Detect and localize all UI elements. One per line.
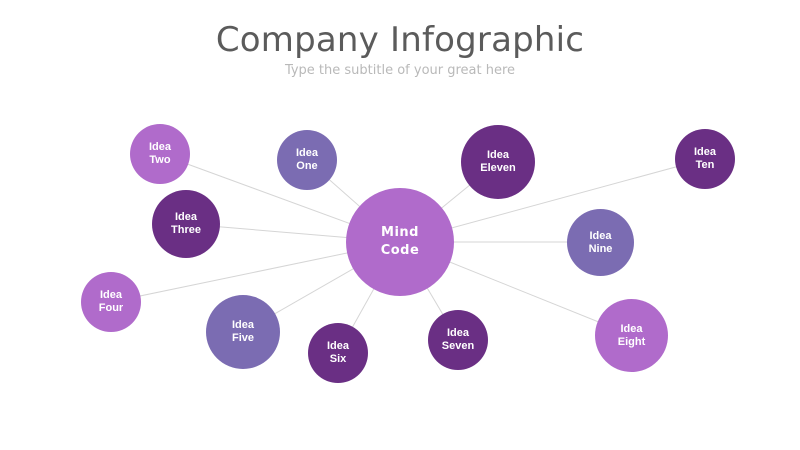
idea-node-label-line2: Three (171, 224, 201, 236)
idea-node-label-line1: Idea (620, 322, 643, 335)
idea-node-label-line2: One (296, 160, 318, 172)
idea-node-label-line2: Two (149, 154, 171, 166)
idea-node-label-line2: Nine (588, 242, 613, 255)
idea-node-nine[interactable]: Idea Nine (567, 209, 634, 276)
idea-node-four[interactable]: Idea Four (81, 272, 141, 332)
page-title: Company Infographic (215, 20, 585, 60)
idea-node-label-line1: Idea (326, 340, 349, 352)
page-subtitle: Type the subtitle of your great here (284, 63, 516, 78)
idea-node-label-line1: Idea (99, 289, 122, 301)
idea-node-two[interactable]: Idea Two (130, 124, 190, 184)
center-node-line2: Code (380, 243, 420, 258)
idea-node-label-line2: Eleven (480, 162, 516, 174)
idea-node-label-line2: Eight (617, 335, 646, 348)
idea-node-label-line2: Ten (695, 159, 715, 171)
idea-node-one[interactable]: Idea One (277, 130, 337, 190)
idea-node-label-line1: Idea (148, 141, 171, 153)
center-node-line1: Mind (381, 225, 419, 240)
idea-node-label-line2: Six (329, 353, 347, 365)
idea-node-label-line2: Seven (441, 340, 475, 352)
center-node-mind-code[interactable]: Mind Code (346, 188, 454, 296)
idea-node-label-line1: Idea (486, 149, 509, 161)
idea-node-label-line1: Idea (693, 146, 716, 158)
idea-node-label-line2: Four (98, 302, 124, 314)
idea-node-label-line2: Five (231, 332, 254, 344)
idea-node-ten[interactable]: Idea Ten (675, 129, 735, 189)
idea-node-eight[interactable]: Idea Eight (595, 299, 668, 372)
idea-node-label-line1: Idea (295, 147, 318, 159)
idea-node-seven[interactable]: Idea Seven (428, 310, 488, 370)
idea-node-label-line1: Idea (446, 327, 469, 339)
idea-node-label-line1: Idea (174, 211, 197, 223)
idea-node-label-line1: Idea (231, 319, 254, 331)
idea-node-six[interactable]: Idea Six (308, 323, 368, 383)
idea-node-label-line1: Idea (589, 229, 612, 242)
idea-node-three[interactable]: Idea Three (152, 190, 220, 258)
idea-node-eleven[interactable]: Idea Eleven (461, 125, 535, 199)
idea-node-five[interactable]: Idea Five (206, 295, 280, 369)
